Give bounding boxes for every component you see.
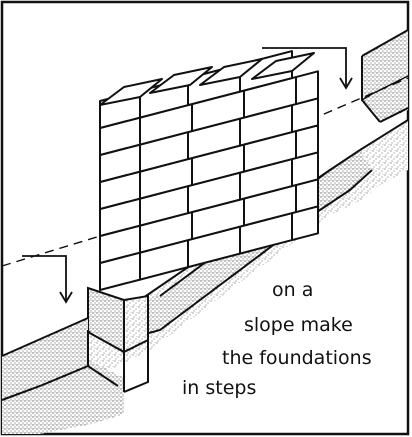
left-level-arrow bbox=[22, 256, 72, 302]
caption-line-1: on a bbox=[272, 279, 313, 301]
upper-trench bbox=[362, 30, 408, 122]
brick bbox=[296, 71, 318, 104]
caption-line-3: the foundations bbox=[222, 347, 372, 369]
caption-line-2: slope make bbox=[244, 314, 353, 336]
caption-line-4: in steps bbox=[182, 377, 256, 399]
